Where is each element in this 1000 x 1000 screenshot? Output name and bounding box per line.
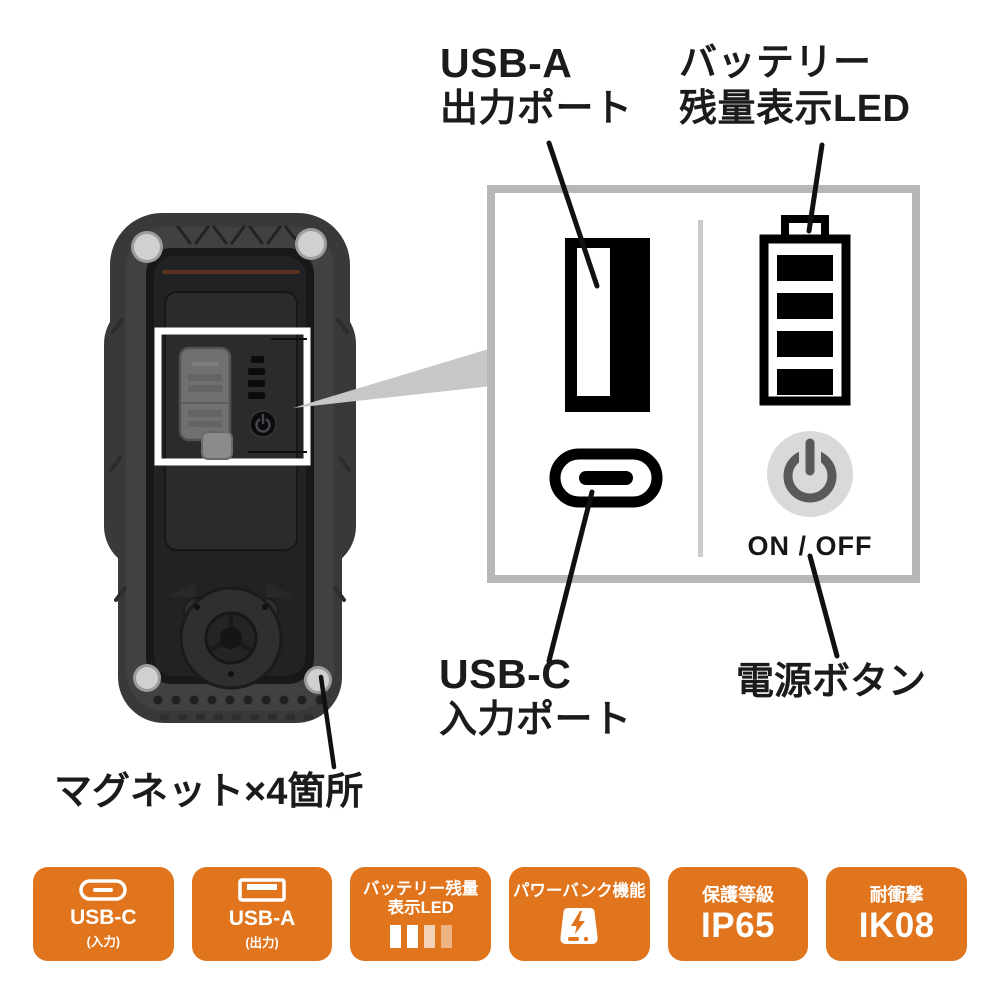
badge-usb-c-input: USB-C (入力): [33, 867, 174, 961]
label-power-button: 電源ボタン: [736, 661, 927, 703]
badge-label: 保護等級: [702, 884, 775, 905]
badge-sublabel: (出力): [245, 935, 279, 950]
badge-sublabel: (入力): [86, 934, 120, 949]
label-magnets: マグネット×4箇所: [54, 771, 364, 813]
badge-label: バッテリー残量: [362, 880, 479, 898]
power-button-icon: [767, 431, 853, 517]
usb-c-icon: [79, 878, 128, 901]
on-off-label: ON / OFF: [747, 531, 873, 561]
port-panel: [178, 338, 307, 460]
callout-wedge: [293, 348, 492, 408]
powerbank-icon: [560, 907, 598, 944]
badge-label: 耐衝撃: [869, 884, 924, 905]
label-battery-level-led: バッテリー 残量表示LED: [679, 42, 911, 130]
badge-label: USB-A: [228, 906, 296, 930]
battery-level-led-icon: [759, 215, 851, 406]
usb-c-input-port-icon: [549, 448, 663, 508]
usb-a-output-port-icon: [565, 238, 650, 412]
callout-box: ON / OFF: [487, 185, 920, 583]
badge-value: IP65: [701, 905, 776, 945]
badge-usb-a-output: USB-A (出力): [191, 867, 333, 961]
badge-label: パワーバンク機能: [513, 881, 646, 900]
panel-highlight-frame: [154, 327, 311, 466]
cover-tab: [201, 431, 233, 460]
badge-label: 表示LED: [387, 899, 454, 917]
accent-line: [162, 270, 300, 274]
badge-label: USB-C: [70, 905, 137, 929]
badge-value: IK08: [858, 905, 935, 945]
callout-divider: [698, 220, 703, 557]
led-indicator: [248, 356, 265, 399]
tread-marks: [176, 225, 298, 245]
device-power-button: [249, 410, 277, 438]
mount-assembly: [168, 582, 294, 690]
product-photo: [104, 213, 356, 723]
badge-powerbank: パワーバンク機能: [509, 867, 650, 961]
badge-battery-led: バッテリー残量 表示LED: [350, 867, 492, 961]
battery-bars-icon: [389, 925, 452, 948]
badge-ip65: 保護等級 IP65: [667, 867, 809, 961]
label-usb-a-output-port: USB-A 出力ポート: [440, 40, 633, 130]
usb-a-icon: [238, 877, 286, 902]
label-usb-c-input-port: USB-C 入力ポート: [439, 651, 632, 741]
badge-ik08: 耐衝撃 IK08: [826, 867, 968, 961]
feature-badges: USB-C (入力) USB-A (出力) バッテリー残量 表示LED パワーバ…: [33, 867, 968, 961]
